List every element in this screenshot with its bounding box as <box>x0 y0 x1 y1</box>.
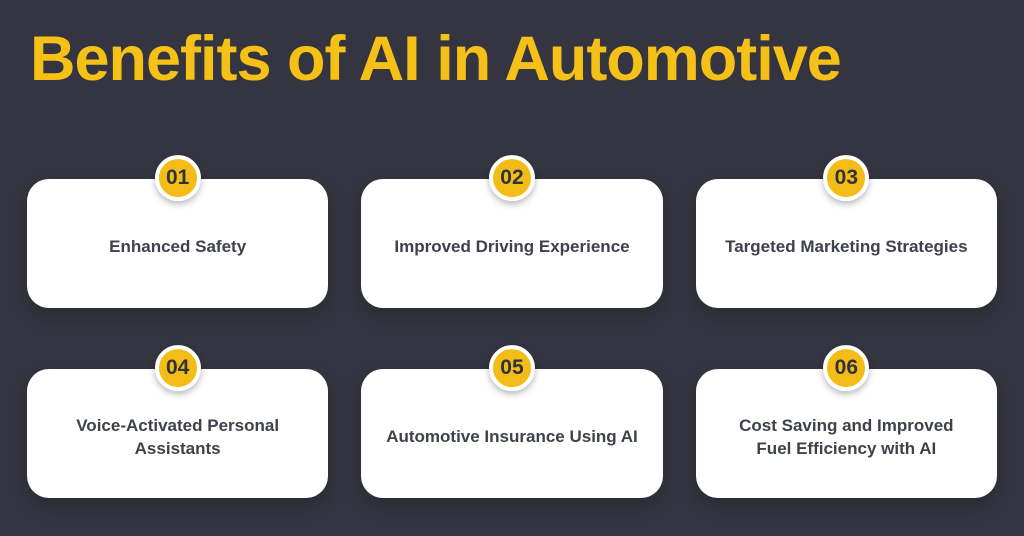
number-badge-5: 05 <box>488 345 535 392</box>
benefit-label-6: Cost Saving and Improved Fuel Efficiency… <box>739 415 954 458</box>
benefit-card-4: 04 Voice-Activated Personal Assistants <box>27 345 329 498</box>
benefit-label-2: Improved Driving Experience <box>394 237 630 257</box>
benefits-grid: 01 Enhanced Safety 02 Improved Driving E… <box>27 155 997 498</box>
number-badge-2: 02 <box>488 155 535 202</box>
benefit-card-1: 01 Enhanced Safety <box>27 155 329 308</box>
number-badge-3: 03 <box>823 155 870 202</box>
number-badge-6: 06 <box>823 345 870 392</box>
number-badge-4: 04 <box>154 345 201 392</box>
page-title: Benefits of AI in Automotive <box>30 24 842 94</box>
benefit-card-5: 05 Automotive Insurance Using AI <box>361 345 663 498</box>
benefit-card-6: 06 Cost Saving and Improved Fuel Efficie… <box>695 345 997 498</box>
benefit-label-3: Targeted Marketing Strategies <box>725 237 968 257</box>
benefit-card-3: 03 Targeted Marketing Strategies <box>695 155 997 308</box>
benefit-label-5: Automotive Insurance Using AI <box>386 427 638 447</box>
number-badge-1: 01 <box>154 155 201 202</box>
benefit-label-1: Enhanced Safety <box>109 237 247 257</box>
benefit-label-4: Voice-Activated Personal Assistants <box>76 415 280 458</box>
benefit-card-2: 02 Improved Driving Experience <box>361 155 663 308</box>
